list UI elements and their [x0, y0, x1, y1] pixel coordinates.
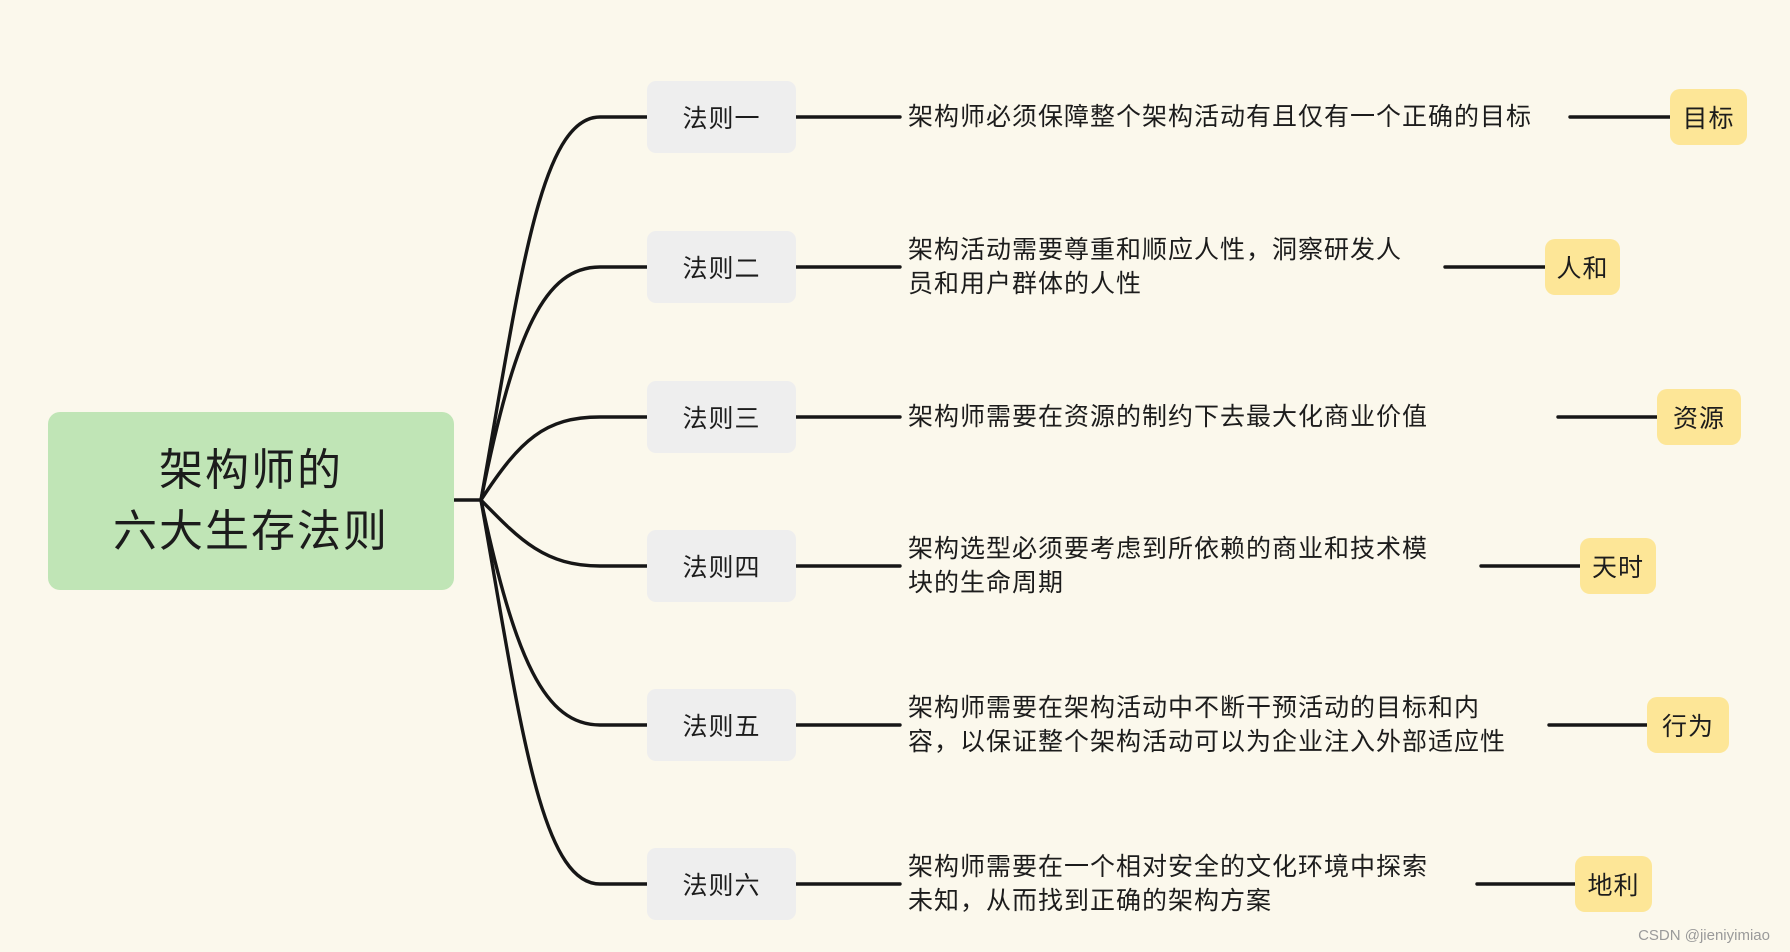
rule-description-line: 未知，从而找到正确的架构方案 [908, 886, 1273, 915]
rule-description-5[interactable]: 架构师需要在架构活动中不断干预活动的目标和内 容，以保证整个架构活动可以为企业注… [908, 691, 1506, 759]
key-tag-label: 行为 [1661, 712, 1714, 741]
rule-label: 法则一 [682, 104, 761, 133]
rule-description-line: 架构师需要在一个相对安全的文化环境中探索 [908, 852, 1429, 881]
rule-description-line: 架构师需要在资源的制约下去最大化商业价值 [908, 402, 1429, 431]
rule-description-line: 架构师需要在架构活动中不断干预活动的目标和内 [908, 693, 1481, 722]
key-tag-3[interactable]: 资源 [1657, 389, 1741, 445]
branch-connector-3 [479, 415, 649, 502]
rule-description-line: 架构师必须保障整个架构活动有且仅有一个正确的目标 [908, 102, 1533, 131]
rule-label: 法则四 [682, 553, 761, 582]
rule-description-line: 块的生命周期 [908, 568, 1065, 597]
rule-node-6[interactable]: 法则六 [647, 848, 796, 920]
rule-description-line: 员和用户群体的人性 [908, 269, 1143, 298]
rule-description-2[interactable]: 架构活动需要尊重和顺应人性，洞察研发人 员和用户群体的人性 [908, 233, 1402, 301]
rule-node-4[interactable]: 法则四 [647, 530, 796, 602]
key-tag-5[interactable]: 行为 [1647, 697, 1729, 753]
key-tag-label: 资源 [1672, 404, 1725, 433]
key-tag-label: 天时 [1591, 553, 1644, 582]
rule-node-3[interactable]: 法则三 [647, 381, 796, 453]
root-topic[interactable]: 架构师的 六大生存法则 [48, 412, 454, 590]
rule-description-6[interactable]: 架构师需要在一个相对安全的文化环境中探索 未知，从而找到正确的架构方案 [908, 850, 1428, 918]
rule-description-4[interactable]: 架构选型必须要考虑到所依赖的商业和技术模 块的生命周期 [908, 532, 1428, 600]
rule-description-3[interactable]: 架构师需要在资源的制约下去最大化商业价值 [908, 400, 1428, 434]
rule-label: 法则三 [682, 404, 761, 433]
rule-label: 法则五 [682, 712, 761, 741]
rule-description-line: 容，以保证整个架构活动可以为企业注入外部适应性 [908, 727, 1507, 756]
key-tag-label: 人和 [1556, 254, 1609, 283]
key-tag-label: 地利 [1587, 871, 1640, 900]
root-topic-line-1: 架构师的 [159, 445, 343, 496]
rule-description-1[interactable]: 架构师必须保障整个架构活动有且仅有一个正确的目标 [908, 100, 1532, 134]
key-tag-4[interactable]: 天时 [1580, 538, 1656, 594]
rule-label: 法则二 [682, 254, 761, 283]
branch-connector-2 [479, 265, 649, 502]
key-tag-1[interactable]: 目标 [1670, 89, 1747, 145]
branch-connector-6 [479, 498, 649, 886]
rule-node-2[interactable]: 法则二 [647, 231, 796, 303]
key-tag-2[interactable]: 人和 [1545, 239, 1620, 295]
root-topic-line-2: 六大生存法则 [113, 506, 389, 557]
rule-node-5[interactable]: 法则五 [647, 689, 796, 761]
key-tag-label: 目标 [1682, 104, 1735, 133]
branch-connector-1 [479, 115, 649, 502]
rule-description-line: 架构活动需要尊重和顺应人性，洞察研发人 [908, 235, 1403, 264]
key-tag-6[interactable]: 地利 [1575, 856, 1652, 912]
rule-label: 法则六 [682, 871, 761, 900]
rule-node-1[interactable]: 法则一 [647, 81, 796, 153]
rule-description-line: 架构选型必须要考虑到所依赖的商业和技术模 [908, 534, 1429, 563]
watermark: CSDN @jieniyimiao [1638, 927, 1770, 944]
branch-connector-4 [479, 498, 649, 568]
branch-connector-5 [479, 498, 649, 727]
